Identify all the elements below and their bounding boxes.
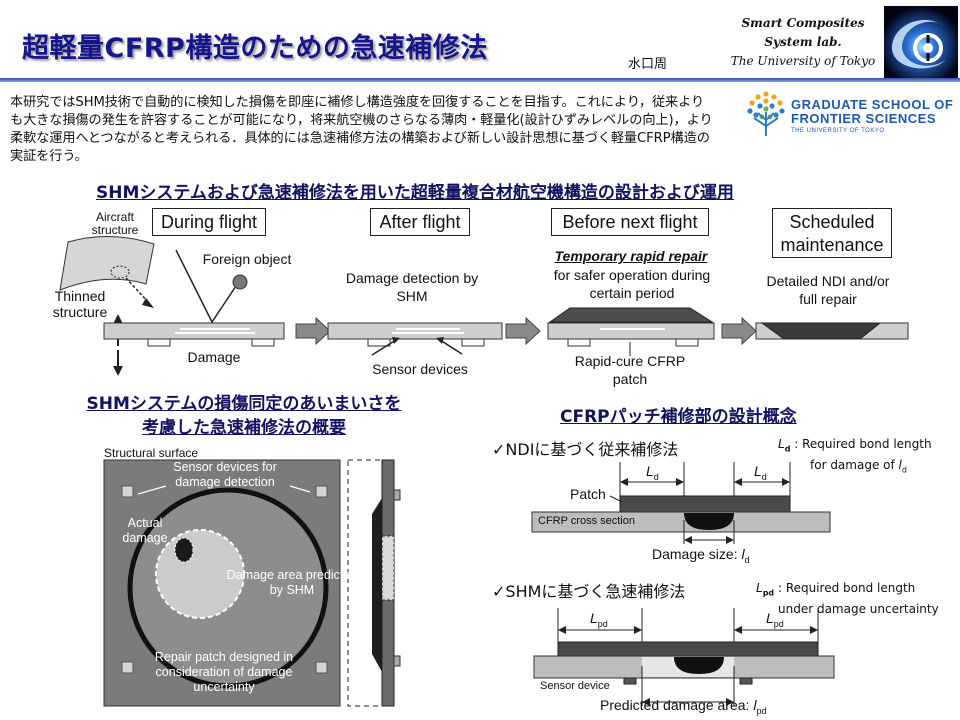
shm-repair-diagram	[533, 608, 835, 706]
school-name-line1: GRADUATE SCHOOL OF	[791, 97, 954, 112]
ndi-note: Ld : Required bond length for damage of …	[778, 436, 932, 479]
lab-name-line3: The University of Tokyo	[730, 54, 876, 68]
ndi-note-symbol: L	[778, 437, 785, 451]
label-structural-surface: Structural surface	[104, 446, 199, 460]
predicted-area-text: Predicted damage area:	[600, 697, 754, 713]
label-damage-detection: Damage detection by SHM	[345, 270, 479, 304]
label-cfrp-section: CFRP cross section	[538, 515, 635, 527]
label-actual-damage: Actual damage	[122, 516, 168, 545]
ld-label-right: Ld	[754, 463, 767, 482]
lab-logo-swirl	[884, 6, 958, 80]
ndi-note-line1: Ld : Required bond length	[778, 436, 932, 457]
label-damage-size: Damage size: ld	[652, 546, 750, 565]
label-temporary-repair: Temporary rapid repair	[554, 248, 708, 264]
lab-name-line1: Smart Composites	[741, 16, 865, 30]
damage-size-l: l	[741, 546, 745, 562]
ndi-note-line2-text: for damage of	[810, 458, 899, 473]
right-section-heading: CFRPパッチ補修部の設計概念	[560, 407, 797, 427]
label-safer-operation: for safer operation during certain perio…	[553, 267, 711, 301]
page-title: 超軽量CFRP構造のための急速補修法	[22, 33, 488, 64]
lpd-label-right: Lpd	[766, 610, 784, 629]
ld-label-right-subscript: d	[761, 471, 767, 482]
school-university: THE UNIVERSITY OF TOKYO	[791, 128, 885, 134]
intro-paragraph: 本研究ではSHM技術で自動的に検知した損傷を即座に補修し構造強度を回復することを…	[10, 95, 713, 164]
author-name: 水口周	[628, 57, 668, 72]
left-heading-line2: 考慮した急速補修法の概要	[142, 418, 346, 438]
label-sensor-devices-detection: Sensor devices for damage detection	[173, 460, 277, 489]
ndi-note-l-subscript: d	[901, 465, 907, 475]
label-damage-area-predicted: Damage area predicted by SHM	[226, 568, 358, 597]
shm-note-text: : Required bond length	[774, 581, 916, 595]
lab-name: Smart Composites System lab. The Univers…	[725, 14, 881, 71]
ld-label-left-symbol: L	[646, 463, 654, 479]
lpd-label-left: Lpd	[590, 610, 608, 629]
stage-before-next-flight: Before next flight	[551, 208, 709, 236]
label-damage: Damage	[187, 349, 241, 365]
lab-logo	[884, 6, 958, 80]
school-name: GRADUATE SCHOOL OF FRONTIER SCIENCES	[791, 98, 953, 126]
label-thinned-structure: Thinned structure	[52, 288, 108, 320]
label-sensor-devices: Sensor devices	[372, 361, 468, 377]
shm-note-line1: Lpd : Required bond length	[756, 580, 939, 601]
left-section-heading: SHMシステムの損傷同定のあいまいさを 考慮した急速補修法の概要	[58, 392, 430, 440]
label-patch: Patch	[570, 486, 606, 502]
shm-note-subscript: pd	[762, 588, 775, 598]
lpd-label-right-subscript: pd	[773, 618, 784, 629]
school-tree-icon	[747, 91, 785, 136]
damage-size-subscript: d	[744, 554, 750, 565]
ld-label-right-symbol: L	[754, 463, 762, 479]
stage-during-flight: During flight	[152, 208, 266, 236]
ld-label-left: Ld	[646, 463, 659, 482]
flow-heading: SHMシステムおよび急速補修法を用いた超軽量複合材航空機構造の設計および運用	[96, 183, 734, 203]
ndi-note-line2: for damage of ld	[778, 457, 932, 478]
ndi-repair-diagram	[531, 462, 831, 544]
repair-concept-figure	[103, 459, 401, 707]
ndi-note-l: l	[898, 458, 902, 473]
ndi-method-title: ✓NDIに基づく従来補修法	[492, 440, 679, 459]
school-name-line2: FRONTIER SCIENCES	[791, 111, 937, 126]
left-heading-line1: SHMシステムの損傷同定のあいまいさを	[86, 394, 402, 414]
ndi-note-subscript: d	[784, 444, 791, 454]
damage-size-text: Damage size:	[652, 546, 742, 562]
operation-flow-diagram	[59, 236, 909, 376]
label-rapid-cure-patch: Rapid-cure CFRP patch	[574, 353, 686, 387]
label-repair-patch: Repair patch designed in consideration o…	[154, 650, 294, 694]
predicted-area-subscript: pd	[756, 705, 767, 716]
stage-after-flight: After flight	[370, 208, 470, 236]
stage-scheduled-maintenance: Scheduled maintenance	[772, 208, 892, 258]
lpd-label-left-symbol: L	[590, 610, 598, 626]
lpd-label-right-symbol: L	[766, 610, 774, 626]
label-foreign-object: Foreign object	[202, 251, 292, 267]
label-detailed-ndi: Detailed NDI and/or full repair	[766, 273, 890, 307]
ndi-note-text: : Required bond length	[790, 437, 932, 451]
header-rule	[0, 78, 960, 82]
ld-label-left-subscript: d	[653, 471, 659, 482]
shm-note-symbol: L	[756, 581, 763, 595]
label-sensor-device: Sensor device	[540, 680, 610, 692]
shm-method-title: ✓SHMに基づく急速補修法	[492, 582, 686, 601]
label-aircraft-structure: Aircraft structure	[91, 210, 139, 237]
lab-name-line2: System lab.	[764, 35, 842, 49]
lpd-label-left-subscript: pd	[597, 618, 608, 629]
predicted-area-l: l	[753, 697, 757, 713]
label-predicted-damage-area: Predicted damage area: lpd	[600, 697, 766, 716]
